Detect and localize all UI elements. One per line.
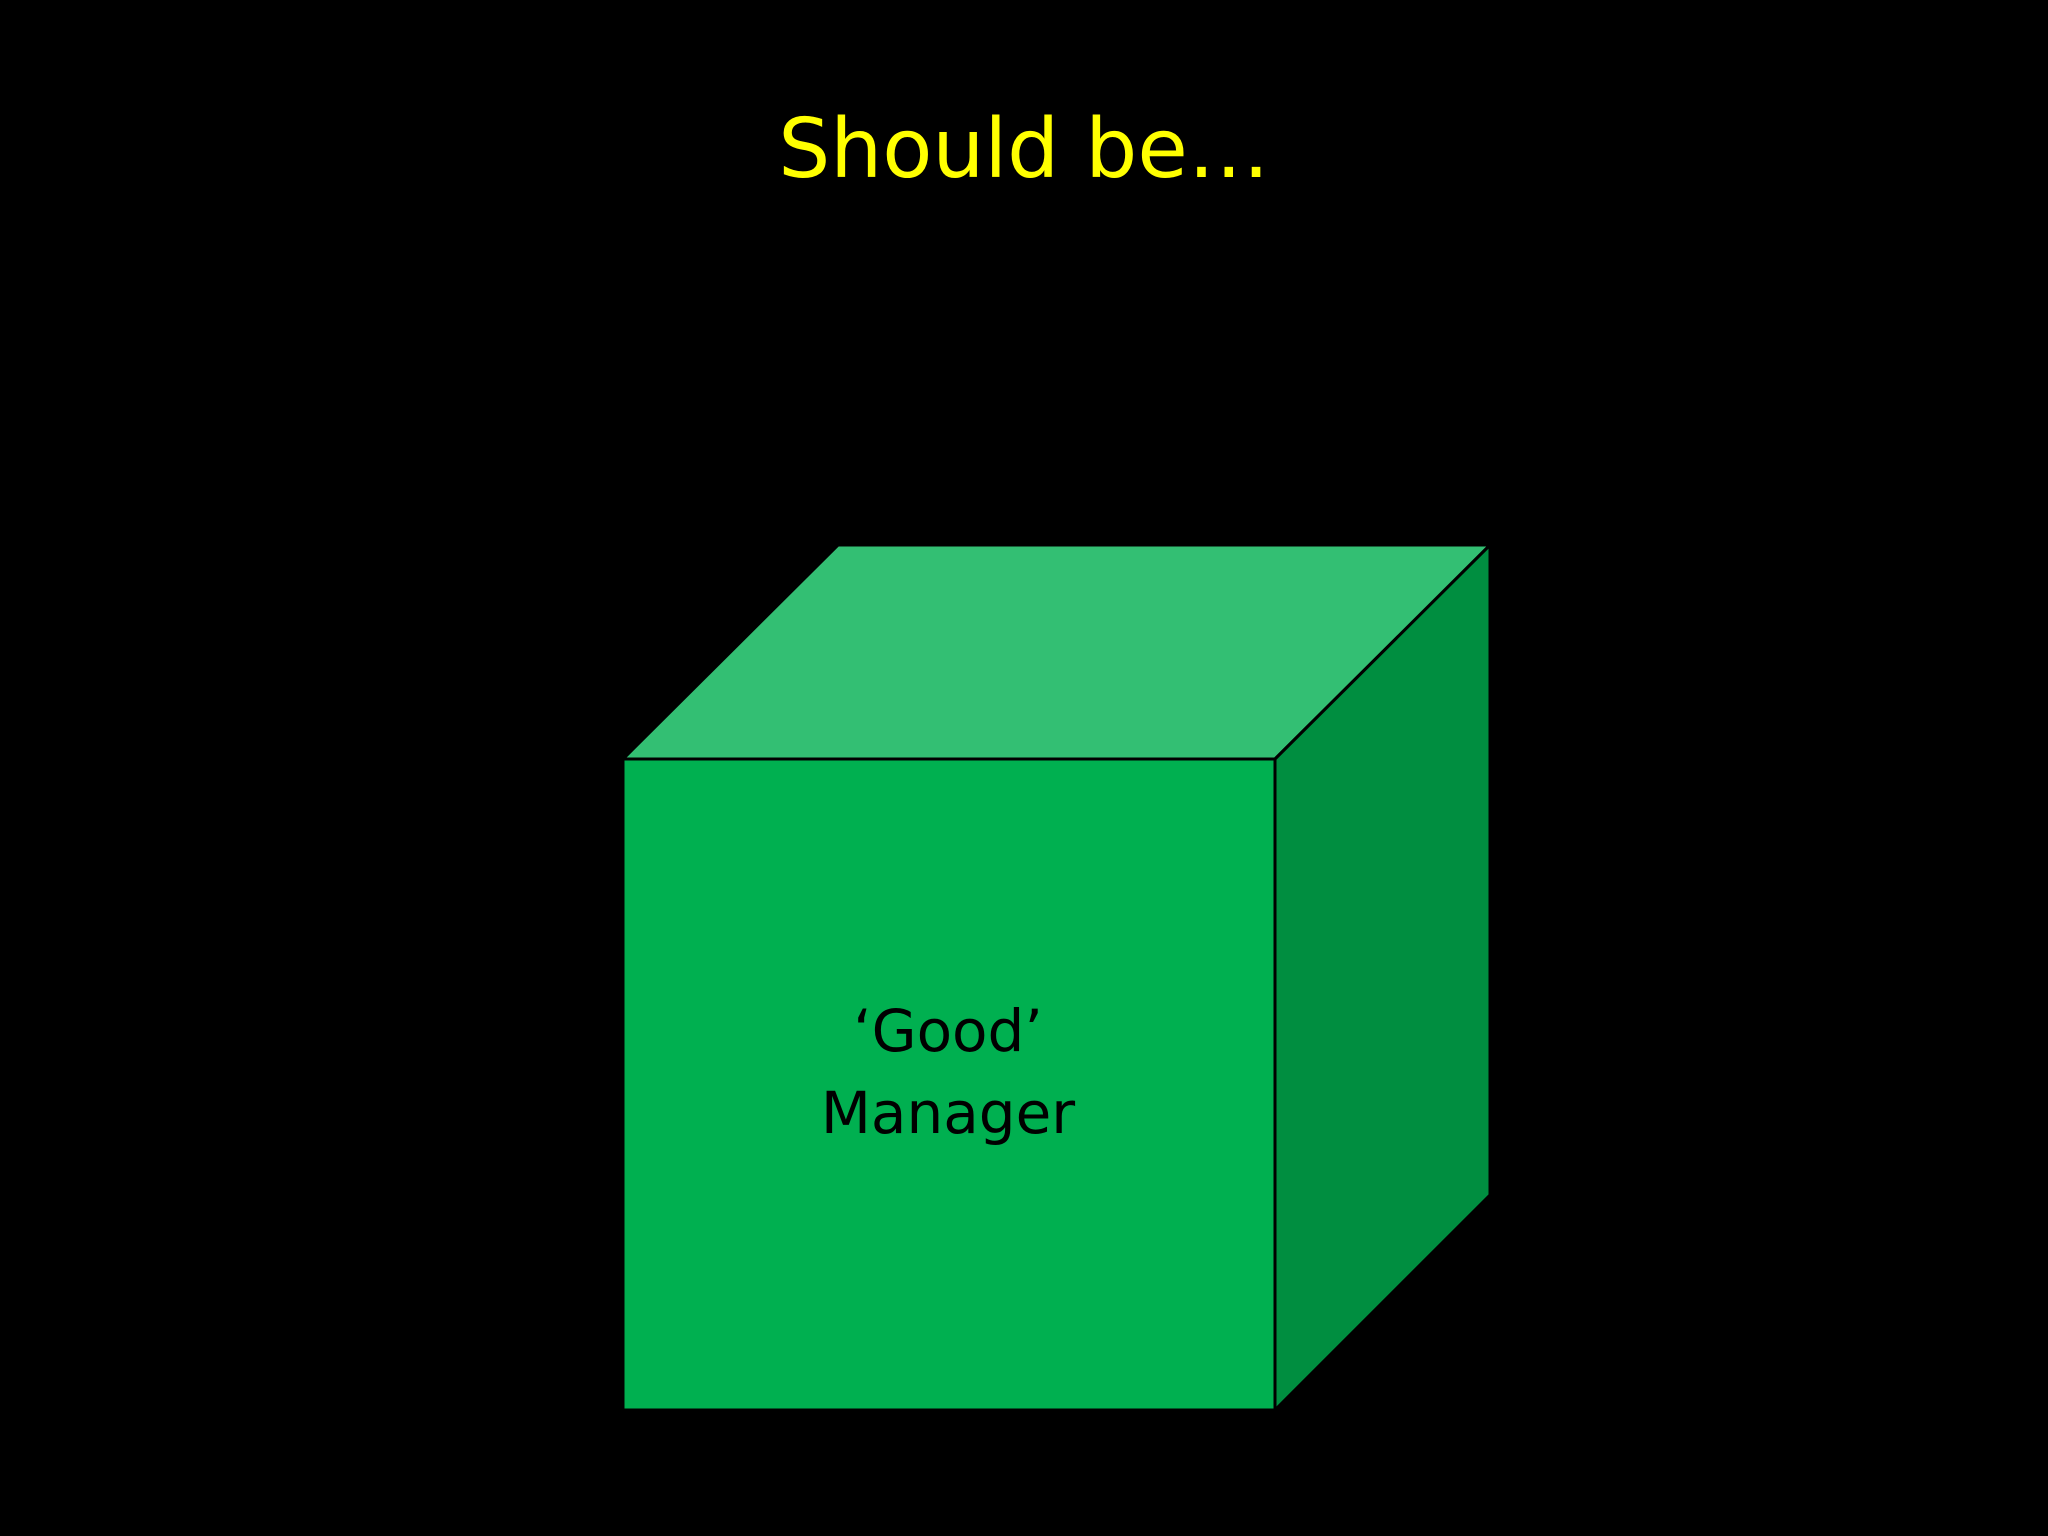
slide-title: Should be…: [778, 102, 1270, 197]
cube-label-line1: ‘Good’: [853, 997, 1043, 1065]
cube-label-line2: Manager: [820, 1079, 1076, 1147]
cube-label: ‘Good’ Manager: [623, 990, 1273, 1154]
cube-front-face: [621, 757, 1277, 1412]
